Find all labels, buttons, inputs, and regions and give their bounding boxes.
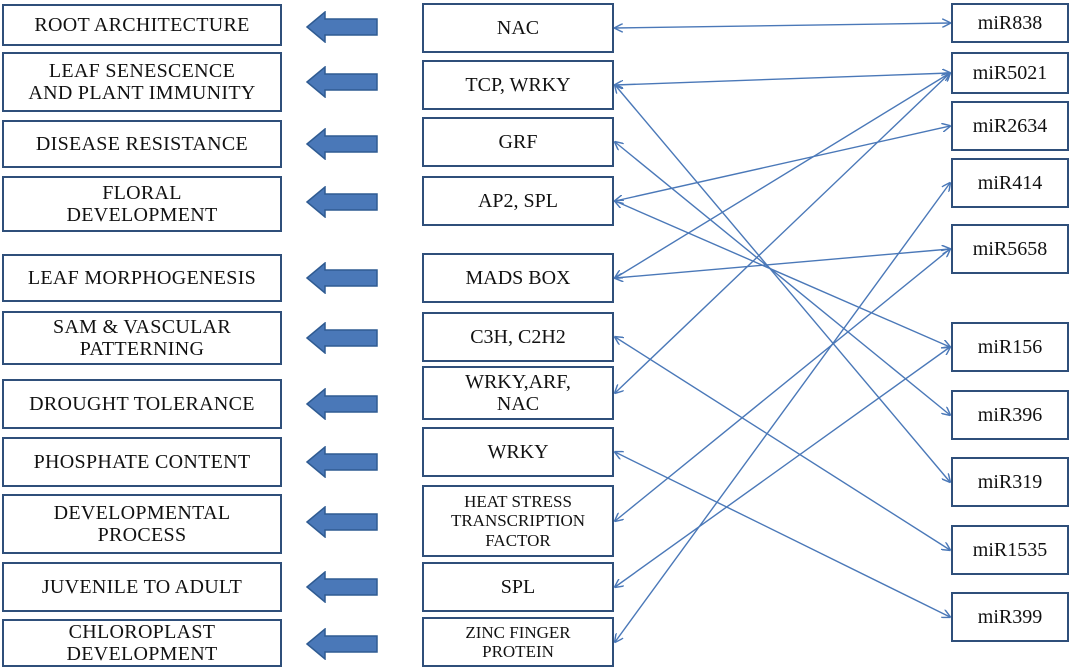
left-arrow-icon xyxy=(306,11,378,43)
target-label: C3H, C2H2 xyxy=(470,325,566,348)
target-label: WRKY,ARF, NAC xyxy=(465,370,571,415)
target-box-ap2-spl: AP2, SPL xyxy=(422,176,614,226)
function-label: DISEASE RESISTANCE xyxy=(35,132,249,155)
mirna-box-mir414: miR414 xyxy=(951,158,1069,208)
target-label: TCP, WRKY xyxy=(465,73,571,96)
mirna-label: miR414 xyxy=(977,171,1043,194)
function-box-phosphate-content: PHOSPHATE CONTENT xyxy=(2,437,282,487)
target-box-grf: GRF xyxy=(422,117,614,167)
mirna-label: miR5658 xyxy=(972,237,1048,260)
target-label: HEAT STRESS TRANSCRIPTION FACTOR xyxy=(450,492,586,550)
left-arrow-icon xyxy=(306,506,378,538)
left-arrow-icon xyxy=(306,128,378,160)
mirna-box-mir319: miR319 xyxy=(951,457,1069,507)
function-box-juvenile-to-adult: JUVENILE TO ADULT xyxy=(2,562,282,612)
link-arrow xyxy=(615,337,950,550)
link-arrow xyxy=(615,73,950,393)
mirna-box-mir396: miR396 xyxy=(951,390,1069,440)
target-label: NAC xyxy=(496,16,540,39)
mirna-box-mir5658: miR5658 xyxy=(951,224,1069,274)
mirna-label: miR1535 xyxy=(972,538,1048,561)
mirna-label: miR2634 xyxy=(972,114,1048,137)
left-arrow-icon xyxy=(306,322,378,354)
link-arrow xyxy=(615,73,950,278)
left-arrow-icon xyxy=(306,388,378,420)
link-arrow xyxy=(615,73,950,85)
link-arrow xyxy=(615,142,950,415)
function-label: PHOSPHATE CONTENT xyxy=(33,450,251,473)
link-arrow xyxy=(615,183,950,642)
target-box-nac: NAC xyxy=(422,3,614,53)
function-box-disease-resistance: DISEASE RESISTANCE xyxy=(2,120,282,168)
mirna-box-mir399: miR399 xyxy=(951,592,1069,642)
mirna-label: miR156 xyxy=(977,335,1043,358)
left-arrow-icon xyxy=(306,628,378,660)
mirna-label: miR319 xyxy=(977,470,1043,493)
function-label: LEAF MORPHOGENESIS xyxy=(27,266,257,289)
target-box-spl: SPL xyxy=(422,562,614,612)
function-label: DROUGHT TOLERANCE xyxy=(29,392,255,415)
mirna-box-mir838: miR838 xyxy=(951,3,1069,43)
function-box-chloroplast-development: CHLOROPLAST DEVELOPMENT xyxy=(2,619,282,667)
left-arrow-icon xyxy=(306,66,378,98)
link-arrow xyxy=(615,126,950,201)
link-arrow xyxy=(615,85,950,482)
mirna-box-mir1535: miR1535 xyxy=(951,525,1069,575)
function-label: FLORAL DEVELOPMENT xyxy=(66,181,218,226)
target-label: GRF xyxy=(498,130,538,153)
function-box-root-architecture: ROOT ARCHITECTURE xyxy=(2,4,282,46)
mirna-label: miR838 xyxy=(977,11,1043,34)
target-box-wrky-arf-nac: WRKY,ARF, NAC xyxy=(422,366,614,420)
mirna-box-mir2634: miR2634 xyxy=(951,101,1069,151)
target-label: WRKY xyxy=(487,440,549,463)
function-box-sam-vascular: SAM & VASCULAR PATTERNING xyxy=(2,311,282,365)
link-arrow xyxy=(615,452,950,617)
left-arrow-icon xyxy=(306,186,378,218)
target-box-mads-box: MADS BOX xyxy=(422,253,614,303)
link-arrow xyxy=(615,23,950,28)
target-label: AP2, SPL xyxy=(477,189,559,212)
target-label: ZINC FINGER PROTEIN xyxy=(465,622,571,661)
function-box-developmental-process: DEVELOPMENTAL PROCESS xyxy=(2,494,282,554)
target-box-zinc-finger-protein: ZINC FINGER PROTEIN xyxy=(422,617,614,667)
function-label: ROOT ARCHITECTURE xyxy=(34,13,250,36)
mirna-box-mir156: miR156 xyxy=(951,322,1069,372)
target-label: SPL xyxy=(500,575,536,598)
function-label: LEAF SENESCENCE AND PLANT IMMUNITY xyxy=(28,59,256,104)
function-box-drought-tolerance: DROUGHT TOLERANCE xyxy=(2,379,282,429)
left-arrow-icon xyxy=(306,571,378,603)
function-label: DEVELOPMENTAL PROCESS xyxy=(53,501,231,546)
target-label: MADS BOX xyxy=(465,266,571,289)
left-arrow-icon xyxy=(306,446,378,478)
target-box-heat-stress-tf: HEAT STRESS TRANSCRIPTION FACTOR xyxy=(422,485,614,557)
mirna-label: miR396 xyxy=(977,403,1043,426)
mirna-label: miR399 xyxy=(977,605,1043,628)
function-label: CHLOROPLAST DEVELOPMENT xyxy=(66,620,218,665)
target-box-wrky: WRKY xyxy=(422,427,614,477)
function-box-leaf-senescence: LEAF SENESCENCE AND PLANT IMMUNITY xyxy=(2,52,282,112)
link-arrow xyxy=(615,347,950,587)
function-label: SAM & VASCULAR PATTERNING xyxy=(53,315,231,360)
link-arrow xyxy=(615,249,950,521)
target-box-tcp-wrky: TCP, WRKY xyxy=(422,60,614,110)
function-box-leaf-morphogenesis: LEAF MORPHOGENESIS xyxy=(2,254,282,302)
target-box-c3h-c2h2: C3H, C2H2 xyxy=(422,312,614,362)
function-label: JUVENILE TO ADULT xyxy=(41,575,243,598)
function-box-floral-development: FLORAL DEVELOPMENT xyxy=(2,176,282,232)
mirna-label: miR5021 xyxy=(972,61,1048,84)
mirna-box-mir5021: miR5021 xyxy=(951,52,1069,94)
left-arrow-icon xyxy=(306,262,378,294)
